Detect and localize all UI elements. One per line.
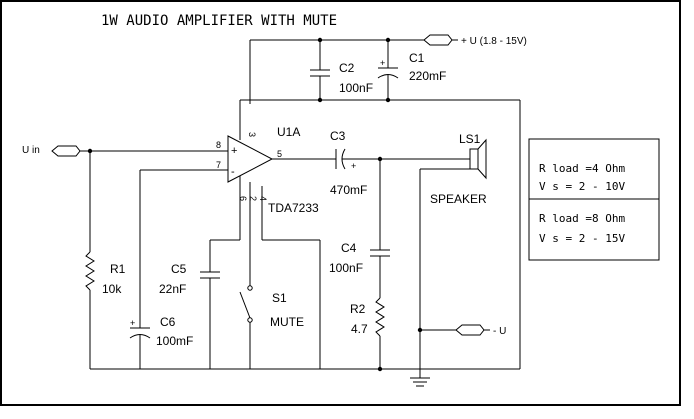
pin-5-label: 5: [277, 149, 282, 159]
u1a-name: U1A: [277, 125, 300, 139]
resistor-r2: [375, 297, 385, 372]
pin-7-label: 7: [216, 160, 221, 170]
c6-name: C6: [160, 315, 176, 329]
spec-row-1-supply: V s = 2 - 10V: [539, 180, 625, 193]
pin-8-label: 8: [216, 140, 221, 150]
capacitor-c6: +: [129, 170, 151, 369]
c2-name: C2: [339, 61, 355, 75]
supply-connector-icon: [423, 34, 453, 46]
input-connector-icon: [51, 145, 81, 157]
capacitor-c1: +: [377, 40, 399, 100]
s1-name: S1: [272, 291, 287, 305]
svg-text:+: +: [351, 161, 356, 171]
c5-name: C5: [171, 262, 187, 276]
pin-2-label: 2: [248, 196, 258, 201]
capacitor-c5: [200, 239, 240, 369]
r2-value: 4.7: [351, 322, 368, 336]
spec-row-2-load: R load =8 Ohm: [539, 212, 625, 225]
c2-value: 100nF: [339, 81, 373, 95]
negative-supply-connector-icon: [455, 324, 485, 336]
supply-rail: [249, 34, 458, 104]
u1a-part: TDA7233: [268, 201, 319, 215]
r1-name: R1: [110, 262, 126, 276]
c5-value: 22nF: [159, 282, 186, 296]
diagram-title: 1W AUDIO AMPLIFIER WITH MUTE: [101, 13, 337, 29]
svg-text:+: +: [130, 318, 135, 328]
pin-3-label: 3: [247, 132, 257, 137]
pin-4-label: 4: [258, 196, 268, 201]
svg-text:-: -: [231, 166, 235, 178]
c6-value: 100mF: [156, 334, 193, 348]
s1-label: MUTE: [270, 315, 304, 329]
c3-value: 470mF: [330, 183, 367, 197]
supply-label: + U (1.8 - 15V): [461, 36, 527, 47]
c4-name: C4: [341, 241, 357, 255]
svg-text:+: +: [231, 145, 237, 157]
input-line: [80, 148, 228, 369]
ground-icon: [410, 330, 430, 387]
r2-name: R2: [350, 302, 366, 316]
schematic-frame: [0, 0, 681, 406]
negative-supply-label: - U: [493, 326, 506, 337]
mute-switch-s1: [239, 285, 253, 369]
c3-name: C3: [330, 129, 346, 143]
r1-value: 10k: [102, 282, 122, 296]
c1-value: 220mF: [409, 69, 446, 83]
ls1-name: LS1: [459, 132, 481, 146]
ls1-label: SPEAKER: [430, 192, 487, 206]
pin4-ground-path: [262, 239, 321, 369]
main-rail: [90, 97, 521, 370]
spec-row-1-load: R load =4 Ohm: [539, 162, 625, 175]
load-spec-table: [528, 138, 660, 261]
capacitor-c3: +: [330, 148, 470, 171]
pin-6-label: 6: [238, 196, 248, 201]
op-amp-u1a: + -: [140, 135, 330, 286]
input-label: U in: [22, 145, 40, 156]
c1-name: C1: [409, 51, 425, 65]
speaker-icon: [417, 138, 487, 333]
capacitor-c4: [370, 159, 390, 298]
svg-text:+: +: [380, 58, 385, 68]
capacitor-c2: [310, 40, 330, 100]
spec-row-2-supply: V s = 2 - 15V: [539, 232, 625, 245]
c4-value: 100nF: [329, 261, 363, 275]
